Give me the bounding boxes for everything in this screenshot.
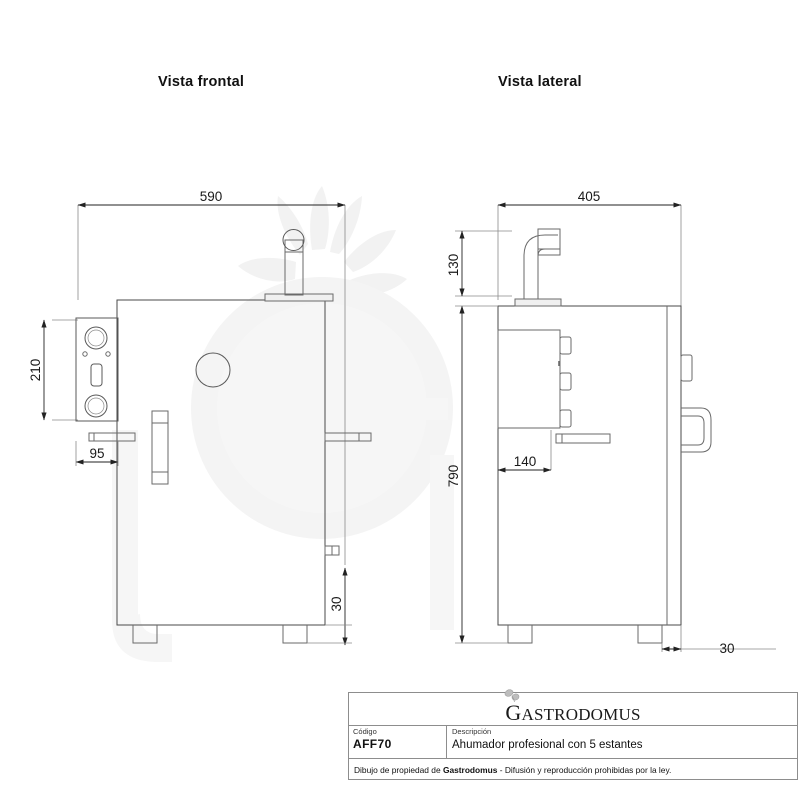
brand-wordmark: GASTRODOMUS xyxy=(505,702,640,724)
side-knobs xyxy=(558,336,572,428)
side-feet xyxy=(507,625,663,644)
front-chimney-tube xyxy=(284,239,304,296)
dim-text-405: 405 xyxy=(578,189,601,204)
footer-suffix: - Difusión y reproducción prohibidas por… xyxy=(499,764,672,775)
footer-brand: Gastrodomus xyxy=(442,764,498,775)
side-rail xyxy=(555,433,611,444)
dim-text-95: 95 xyxy=(89,446,104,461)
dim-text-30-front: 30 xyxy=(329,596,344,611)
front-knob-upper-icon xyxy=(84,326,108,350)
front-chimney-opening-icon xyxy=(282,229,305,251)
front-right-rail-lower xyxy=(324,545,340,556)
front-knob-lower-icon xyxy=(84,394,108,418)
watermark-letter-g-icon xyxy=(112,277,454,662)
front-control-panel xyxy=(75,317,119,422)
dim-text-590: 590 xyxy=(200,189,223,204)
description-cell: Descripción Ahumador profesional con 5 e… xyxy=(447,726,797,758)
brand-rest: ASTRODOMUS xyxy=(521,705,641,724)
dim-text-130: 130 xyxy=(446,254,461,277)
view-title-frontal: Vista frontal xyxy=(158,74,245,90)
dim-text-140: 140 xyxy=(514,454,537,469)
footer-prefix: Dibujo de propiedad de xyxy=(354,764,441,775)
front-extension-lines xyxy=(52,205,346,565)
code-label: Código xyxy=(353,727,377,736)
code-cell: Código AFF70 xyxy=(349,726,447,758)
view-title-lateral: Vista lateral xyxy=(498,74,582,90)
dim-text-30-side: 30 xyxy=(719,641,734,656)
front-indicator-led-right-icon xyxy=(105,351,111,357)
description-value: Ahumador profesional con 5 estantes xyxy=(452,739,643,751)
front-right-rail-upper xyxy=(324,432,372,442)
front-door-vent-icon xyxy=(195,352,231,388)
title-block: GASTRODOMUS Código AFF70 Descripción Ahu… xyxy=(348,689,798,780)
front-feet xyxy=(132,625,308,644)
copyright-notice: Dibujo de propiedad de Gastrodomus - Dif… xyxy=(349,759,797,780)
side-latch-upper xyxy=(680,354,693,382)
grape-leaf-logo-icon xyxy=(505,689,520,703)
description-label: Descripción xyxy=(452,727,492,736)
front-left-rail xyxy=(88,432,136,442)
side-chimney-elbow xyxy=(523,228,561,299)
code-value: AFF70 xyxy=(353,737,392,751)
dim-text-210: 210 xyxy=(28,359,43,382)
front-indicator-led-left-icon xyxy=(82,351,88,357)
dim-text-790: 790 xyxy=(446,465,461,488)
brand-initial: G xyxy=(505,700,522,725)
title-block-info-row: Código AFF70 Descripción Ahumador profes… xyxy=(349,726,797,759)
front-chimney-base xyxy=(264,293,334,302)
side-cabinet-body xyxy=(497,305,682,626)
front-door-handle xyxy=(151,410,169,485)
side-door-handle xyxy=(681,407,712,453)
front-display-window xyxy=(90,363,103,387)
title-block-logo-row: GASTRODOMUS xyxy=(349,689,797,726)
